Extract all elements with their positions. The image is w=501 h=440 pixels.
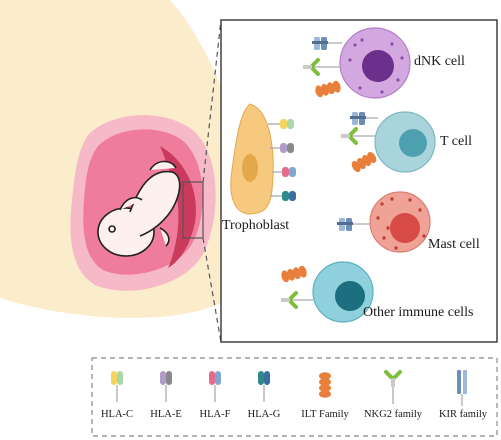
other-immune-cells-label: Other immune cells — [363, 305, 474, 320]
dnk-cell — [301, 27, 411, 99]
mast-cell-label: Mast cell — [428, 237, 480, 252]
legend-icon-hla-f — [209, 371, 221, 402]
legend-label-kir-family: KIR family — [438, 409, 488, 420]
t-cell-label: T cell — [440, 134, 473, 149]
mast-cell — [337, 191, 431, 253]
legend-label-ilt-family: ILT Family — [301, 409, 349, 420]
trophoblast-label: Trophoblast — [222, 218, 290, 233]
legend-icon-hla-c — [111, 371, 123, 402]
legend-label-hla-f: HLA-F — [199, 409, 231, 420]
legend-label-hla-c: HLA-C — [100, 409, 134, 420]
legend-label-hla-g: HLA-G — [247, 409, 281, 420]
legend-icon-kir-family — [457, 370, 467, 406]
trophoblast-cell — [230, 103, 296, 215]
legend-label-hla-e: HLA-E — [150, 409, 182, 420]
t-cell — [339, 111, 436, 174]
legend-icon-ilt-family — [319, 372, 331, 398]
trophoblast-hla-molecules — [268, 119, 296, 201]
legend-box — [91, 357, 498, 437]
legend-label-nkg2-family: NKG2 family — [363, 409, 423, 420]
other-immune-cell — [279, 261, 374, 323]
fetus — [97, 160, 181, 257]
legend-icon-nkg2-family — [384, 370, 402, 404]
legend-icon-hla-g — [258, 371, 270, 402]
zoom-indicator — [182, 19, 222, 343]
legend-icon-hla-e — [160, 371, 172, 402]
pregnant-abdomen-illustration — [0, 0, 255, 318]
dnk-cell-label: dNK cell — [414, 54, 465, 69]
